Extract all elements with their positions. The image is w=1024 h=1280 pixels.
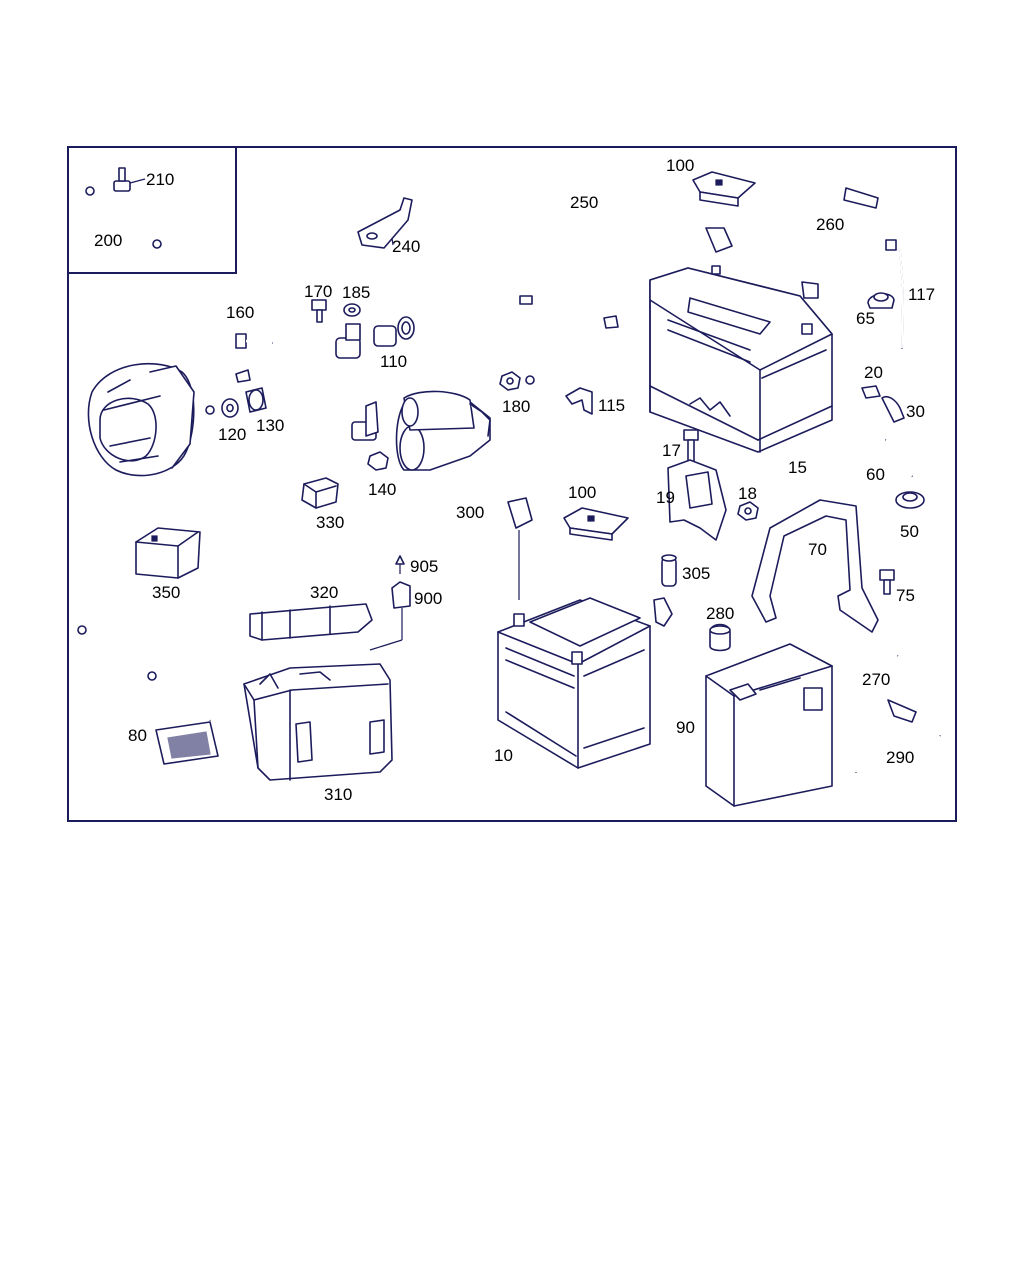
callout-18: 18 <box>738 484 757 503</box>
hold-down-70 <box>751 499 879 633</box>
bolt-17 <box>683 429 699 463</box>
washer-185 <box>343 303 361 317</box>
diagram-frame <box>67 146 957 822</box>
callout-20: 20 <box>864 363 883 382</box>
hose-270 <box>887 653 917 723</box>
callout-140: 140 <box>368 480 396 499</box>
callout-100-top: 100 <box>666 156 694 175</box>
nut-180 <box>499 371 521 391</box>
spacer-305 <box>661 554 677 587</box>
washer-120 <box>221 398 239 418</box>
callout-210: 210 <box>146 170 174 189</box>
battery-cable-250 <box>541 208 733 329</box>
callout-180: 180 <box>502 397 530 416</box>
callout-160: 160 <box>226 303 254 322</box>
cable-harness-110 <box>205 295 535 441</box>
callout-117: 117 <box>908 285 935 304</box>
callout-250: 250 <box>570 193 598 212</box>
fuse-905 <box>395 555 405 574</box>
bracket-19 <box>667 459 727 541</box>
callout-115: 115 <box>598 396 625 415</box>
callout-260: 260 <box>816 215 844 234</box>
relay-900 <box>369 581 411 651</box>
ground-cable-200 <box>85 186 162 249</box>
bolt-160 <box>235 333 273 349</box>
starter-motor <box>365 390 491 471</box>
callout-17: 17 <box>662 441 681 460</box>
cover-100-top <box>692 171 756 207</box>
callout-75: 75 <box>896 586 915 605</box>
fuse-box-310 <box>243 663 393 781</box>
hose-290 <box>853 734 942 773</box>
callout-10: 10 <box>494 746 513 765</box>
callout-50: 50 <box>900 522 919 541</box>
bolt-75 <box>879 569 895 595</box>
callout-65: 65 <box>856 309 875 328</box>
callout-100-middle: 100 <box>568 483 596 502</box>
battery-90 <box>705 643 833 807</box>
grommet-50 <box>895 491 925 509</box>
bolt-170 <box>311 299 327 323</box>
cover-320 <box>249 603 373 641</box>
connector-330 <box>301 477 339 509</box>
callout-305: 305 <box>682 564 710 583</box>
callout-130: 130 <box>256 416 284 435</box>
battery-sensor-cable-80 <box>77 625 219 765</box>
callout-110: 110 <box>380 352 407 371</box>
callout-19: 19 <box>656 488 675 507</box>
callout-300: 300 <box>456 503 484 522</box>
callout-290: 290 <box>886 748 914 767</box>
bracket-240 <box>357 197 413 249</box>
nut-18 <box>737 501 759 521</box>
callout-310: 310 <box>324 785 352 804</box>
elbow-30 <box>881 395 905 423</box>
callout-70: 70 <box>808 540 827 559</box>
callout-15: 15 <box>788 458 807 477</box>
battery-15 <box>649 265 833 453</box>
vent-hose-117 <box>885 239 904 349</box>
callout-90: 90 <box>676 718 695 737</box>
callout-170: 170 <box>304 282 332 301</box>
clip-115 <box>565 387 593 415</box>
battery-10 <box>497 597 651 769</box>
grommet-65 <box>867 292 895 309</box>
alternator <box>87 362 195 477</box>
callout-900: 900 <box>414 589 442 608</box>
callout-60: 60 <box>866 465 885 484</box>
battery-cable-300 <box>454 497 673 627</box>
callout-350: 350 <box>152 583 180 602</box>
module-350 <box>135 527 201 579</box>
callout-185: 185 <box>342 283 370 302</box>
nut-140 <box>367 451 389 471</box>
hose-60 <box>885 437 914 478</box>
battery-cable-260 <box>758 187 879 299</box>
callout-330: 330 <box>316 513 344 532</box>
callout-120: 120 <box>218 425 246 444</box>
cap-280 <box>709 623 731 652</box>
callout-320: 320 <box>310 583 338 602</box>
cover-100-middle <box>563 507 629 541</box>
bolt-210 <box>113 167 146 192</box>
callout-270: 270 <box>862 670 890 689</box>
callout-80: 80 <box>128 726 147 745</box>
callout-905: 905 <box>410 557 438 576</box>
plug-20 <box>861 385 881 399</box>
callout-240: 240 <box>392 237 420 256</box>
callout-280: 280 <box>706 604 734 623</box>
callout-200: 200 <box>94 231 122 250</box>
bushing-130 <box>245 387 267 413</box>
inset-frame <box>68 147 237 274</box>
callout-30: 30 <box>906 402 925 421</box>
